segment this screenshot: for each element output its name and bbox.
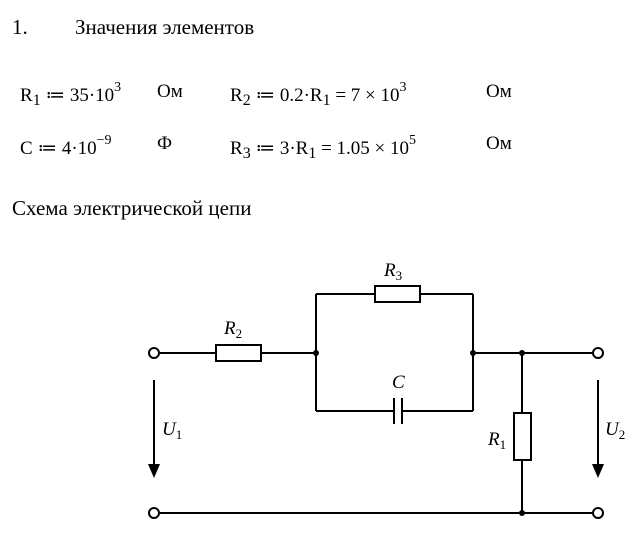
label-r3: R3 (383, 260, 402, 283)
arrowhead-u2 (592, 464, 604, 478)
c-definition: C ≔ 4·10−9 (20, 133, 112, 159)
terminal-out-bottom (592, 507, 604, 519)
r2-definition: R2 ≔ 0.2·R1 = 7 × 103 (230, 80, 407, 109)
section-number: 1. (12, 15, 28, 39)
section-title: Значения элементов (75, 15, 255, 39)
label-u2: U2 (605, 419, 625, 442)
label-r2: R2 (223, 318, 242, 341)
resistor-r1 (513, 412, 532, 461)
r2-unit: Ом (486, 81, 512, 102)
label-c: C (392, 372, 405, 393)
resistor-r2 (215, 344, 262, 362)
r3-unit: Ом (486, 133, 512, 154)
junction-dot (519, 510, 525, 516)
arrowhead-u1 (148, 464, 160, 478)
junction-dot (519, 350, 525, 356)
junction-dot (470, 350, 476, 356)
r1-definition: R1 ≔ 35·103 (20, 80, 122, 109)
r3-definition: R3 ≔ 3·R1 = 1.05 × 105 (230, 133, 417, 162)
terminal-out-top (592, 347, 604, 359)
terminal-in-bottom (148, 507, 160, 519)
terminal-in-top (148, 347, 160, 359)
resistor-r3 (374, 285, 421, 303)
r1-unit: Ом (157, 81, 183, 102)
scheme-title: Схема электрической цепи (12, 196, 252, 220)
c-unit: Ф (157, 133, 173, 154)
label-r1: R1 (487, 429, 506, 452)
junction-dot (313, 350, 319, 356)
label-u1: U1 (162, 419, 182, 442)
